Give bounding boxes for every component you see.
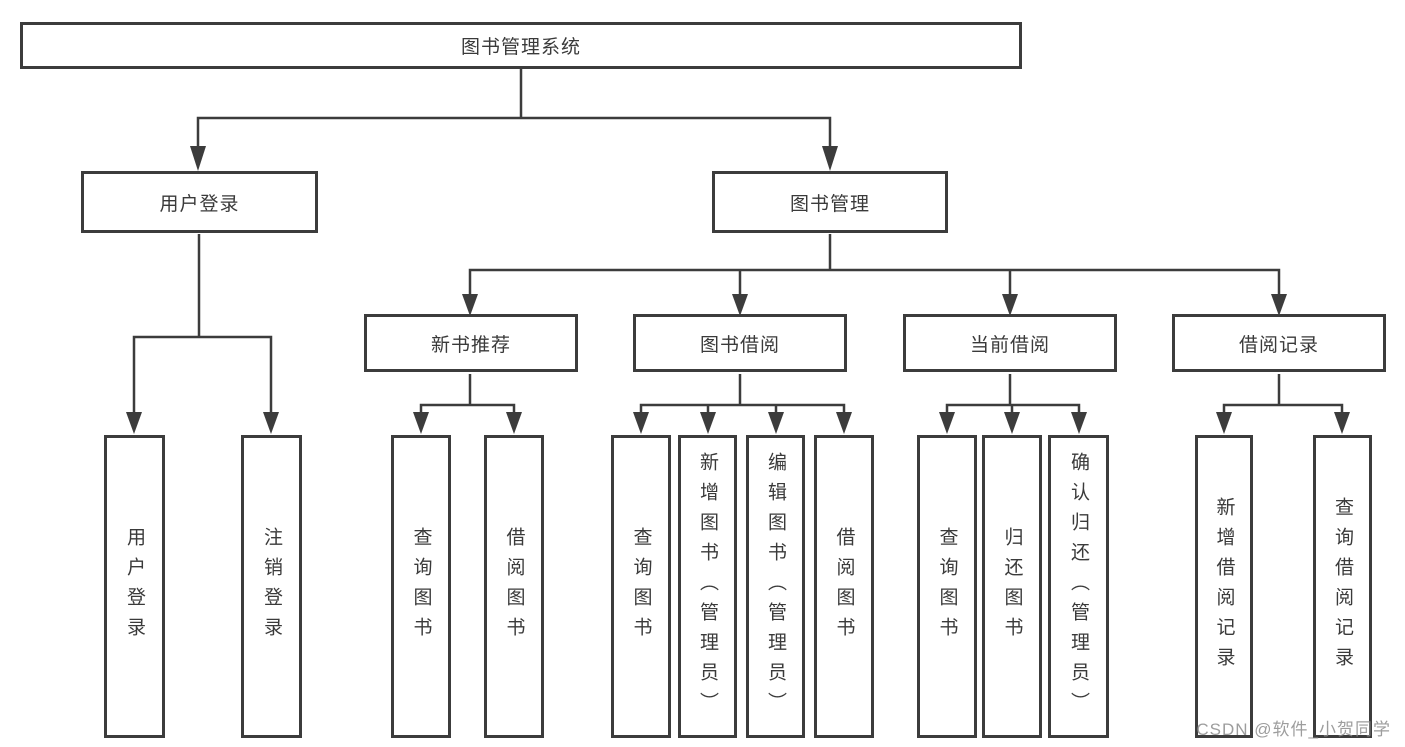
leaf-user-login: 用户登录	[104, 435, 165, 738]
leaf-query-borrow-record: 查询借阅记录	[1313, 435, 1372, 738]
leaf-query-book-1-label: 查询图书	[410, 526, 432, 647]
leaf-add-book-admin: 新增图书（管理员）	[678, 435, 737, 738]
leaf-query-borrow-record-label: 查询借阅记录	[1332, 496, 1353, 677]
csdn-watermark: CSDN @软件_小贺同学	[1196, 720, 1391, 739]
leaf-user-login-label: 用户登录	[124, 526, 145, 647]
node-user-login: 用户登录	[81, 171, 318, 233]
leaf-borrow-book-2-label: 借阅图书	[833, 526, 855, 647]
node-current-borrow-label: 当前借阅	[969, 334, 1050, 356]
leaf-add-book-admin-label: 新增图书（管理员）	[697, 451, 718, 722]
leaf-return-book: 归还图书	[982, 435, 1042, 738]
leaf-query-book-3-label: 查询图书	[936, 526, 958, 647]
leaf-query-book-2-label: 查询图书	[630, 526, 652, 647]
node-root: 图书管理系统	[20, 22, 1022, 69]
leaf-edit-book-admin: 编辑图书（管理员）	[746, 435, 805, 738]
node-book-borrow-label: 图书借阅	[699, 334, 780, 356]
leaf-borrow-book-1: 借阅图书	[484, 435, 544, 738]
leaf-return-book-label: 归还图书	[1001, 526, 1023, 647]
node-book-management-label: 图书管理	[789, 193, 870, 215]
leaf-query-book-3: 查询图书	[917, 435, 977, 738]
node-current-borrow: 当前借阅	[903, 314, 1117, 372]
node-root-label: 图书管理系统	[460, 37, 581, 58]
leaf-add-borrow-record: 新增借阅记录	[1195, 435, 1253, 738]
leaf-query-book-2: 查询图书	[611, 435, 671, 738]
leaf-logout: 注销登录	[241, 435, 302, 738]
leaf-edit-book-admin-label: 编辑图书（管理员）	[765, 451, 786, 722]
leaf-add-borrow-record-label: 新增借阅记录	[1213, 496, 1235, 677]
node-user-login-label: 用户登录	[159, 193, 240, 215]
leaf-confirm-return-admin: 确认归还（管理员）	[1048, 435, 1109, 738]
leaf-logout-label: 注销登录	[261, 526, 282, 647]
node-new-book-recommend: 新书推荐	[364, 314, 578, 372]
node-new-book-recommend-label: 新书推荐	[430, 334, 511, 356]
node-borrow-records: 借阅记录	[1172, 314, 1386, 372]
node-book-management: 图书管理	[712, 171, 948, 233]
leaf-borrow-book-1-label: 借阅图书	[503, 526, 525, 647]
leaf-query-book-1: 查询图书	[391, 435, 451, 738]
node-borrow-records-label: 借阅记录	[1238, 334, 1319, 356]
leaf-confirm-return-admin-label: 确认归还（管理员）	[1068, 451, 1089, 722]
node-book-borrow: 图书借阅	[633, 314, 847, 372]
leaf-borrow-book-2: 借阅图书	[814, 435, 874, 738]
arrowhead-icons	[126, 146, 1350, 434]
